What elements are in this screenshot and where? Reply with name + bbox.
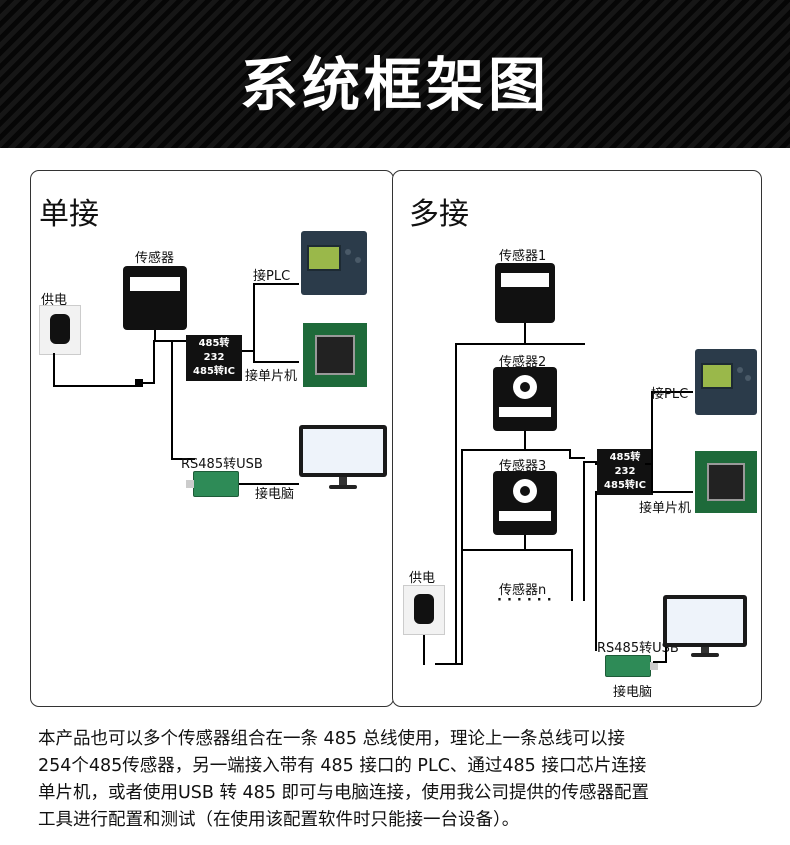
single-plc-device — [301, 231, 367, 295]
header-banner: 系统框架图 — [0, 0, 790, 148]
multi-usb-label: RS485转USB — [597, 641, 679, 656]
single-mcu-label: 接单片机 — [245, 369, 298, 384]
multi-sensor-ellipsis: ······ — [497, 593, 557, 608]
single-sensor-label: 传感器 — [135, 251, 175, 266]
description-line-1: 本产品也可以多个传感器组合在一条 485 总线使用，理论上一条总线可以接 — [38, 729, 626, 749]
single-mcu-chip — [303, 323, 367, 387]
multi-panel-title: 多接 — [409, 197, 469, 232]
single-usb-label: RS485转USB — [181, 457, 263, 472]
multi-sensor2 — [493, 367, 557, 431]
single-plc-label: 接PLC — [253, 269, 291, 284]
single-power-label: 供电 — [41, 293, 68, 308]
single-converter-line2: 485转IC — [193, 366, 235, 377]
multi-converter-line1: 485转232 — [609, 452, 641, 477]
multi-pc-label: 接电脑 — [613, 685, 653, 700]
description-line-2: 254个485传感器，另一端接入带有 485 接口的 PLC、通过485 接口芯… — [38, 756, 647, 776]
multi-converter-block: 485转232 485转IC — [597, 449, 653, 495]
single-power-socket — [39, 305, 81, 355]
multi-sensorn-label: 传感器n — [499, 583, 547, 598]
single-sensor-stem — [154, 330, 156, 340]
multi-sensor3 — [493, 471, 557, 535]
multi-mcu-label: 接单片机 — [639, 501, 692, 516]
multi-usb-adapter — [605, 655, 658, 677]
multi-plc-device — [695, 349, 757, 415]
multi-sensor2-label: 传感器2 — [499, 355, 547, 370]
description-text: 本产品也可以多个传感器组合在一条 485 总线使用，理论上一条总线可以接 254… — [38, 726, 758, 834]
single-converter-block: 485转232 485转IC — [186, 335, 242, 381]
page-title: 系统框架图 — [239, 51, 550, 119]
multi-power-socket — [403, 585, 445, 635]
description-line-3: 单片机，或者使用USB 转 485 即可与电脑连接，使用我公司提供的传感器配置 — [38, 783, 650, 803]
single-sensor — [123, 266, 187, 330]
multi-power-label: 供电 — [409, 571, 436, 586]
single-panel: 单接 传感器 供电 485转232 485转IC 接PLC 接单片机 RS485… — [30, 170, 394, 707]
single-panel-title: 单接 — [39, 197, 99, 232]
multi-sensor1-label: 传感器1 — [499, 249, 547, 264]
multi-converter-line2: 485转IC — [604, 480, 646, 491]
multi-sensor3-label: 传感器3 — [499, 459, 547, 474]
multi-panel: 多接 传感器1 传感器2 传感器3 传感器n ······ 供电 485转232… — [392, 170, 762, 707]
single-usb-adapter — [186, 471, 239, 497]
single-converter-line1: 485转232 — [198, 338, 230, 363]
multi-mcu-chip — [695, 451, 757, 513]
single-pc-label: 接电脑 — [255, 487, 295, 502]
multi-plc-label: 接PLC — [651, 387, 689, 402]
description-line-4: 工具进行配置和测试（在使用该配置软件时只能接一台设备）。 — [38, 810, 520, 830]
multi-sensor1 — [495, 263, 555, 323]
